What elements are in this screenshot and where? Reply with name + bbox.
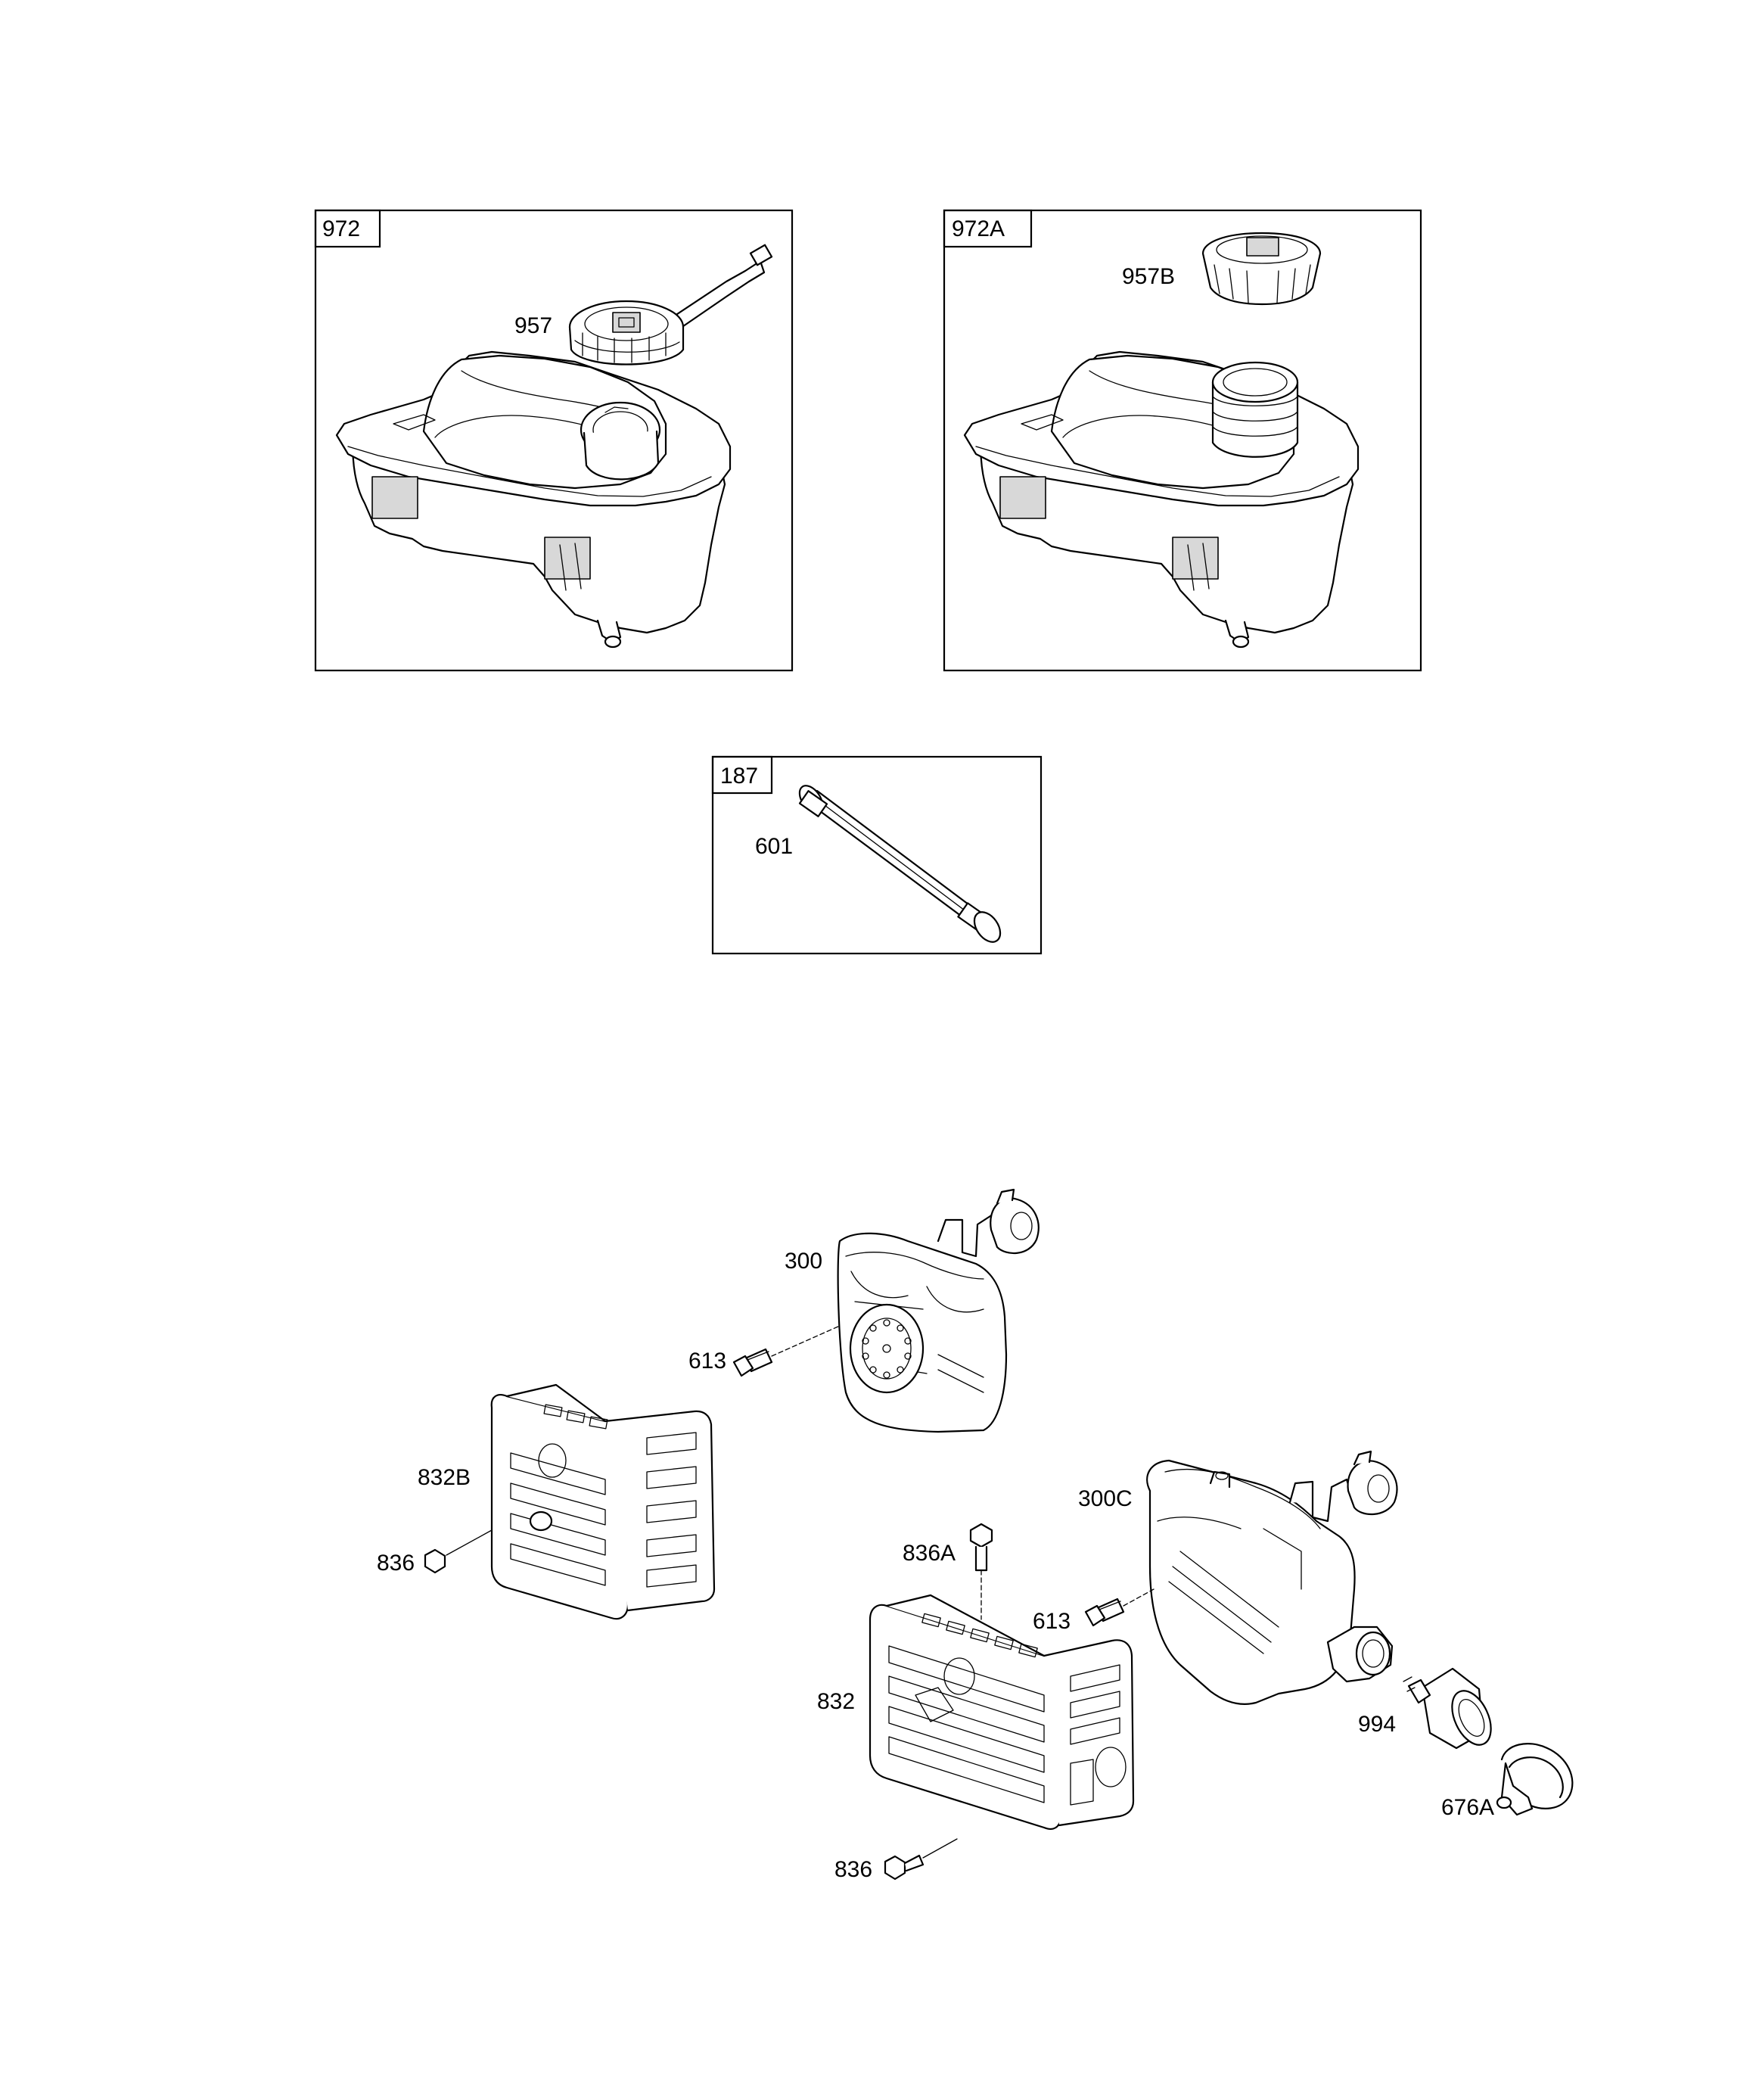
kit-label-187: 187 <box>720 764 758 789</box>
screw-613-upper-icon <box>732 1325 841 1377</box>
bolt-836-bottom-icon <box>884 1838 958 1881</box>
bolt-836a-icon <box>969 1523 993 1620</box>
callout-613-lower: 613 <box>1033 1609 1071 1634</box>
fuel-line-drawing <box>798 785 1002 943</box>
screw-613-lower-icon <box>1084 1588 1155 1627</box>
kit-box-972a: 972A <box>943 209 1422 672</box>
callout-836-bottom: 836 <box>834 1857 872 1882</box>
muffler-300c-drawing <box>1146 1450 1398 1705</box>
kit-box-972: 972 <box>314 209 794 672</box>
clamp-676a-drawing <box>1496 1743 1574 1816</box>
bolt-836-left-icon <box>424 1529 493 1574</box>
muffler-300-drawing <box>837 1188 1040 1433</box>
kit-label-972a: 972A <box>952 216 1005 241</box>
kit-label-972: 972 <box>322 216 360 241</box>
tailpipe-994-drawing <box>1403 1667 1492 1750</box>
fuel-tank-alt-drawing <box>963 350 1360 649</box>
callout-836-left: 836 <box>377 1551 415 1576</box>
clamp-upper-icon <box>798 785 828 817</box>
callout-676a: 676A <box>1441 1795 1494 1820</box>
callout-836a: 836A <box>903 1541 956 1566</box>
callout-300c: 300C <box>1078 1486 1133 1511</box>
fuel-tank-drawing <box>335 350 732 649</box>
muffler-holes <box>862 1319 912 1379</box>
callout-832b: 832B <box>418 1465 471 1490</box>
callout-832: 832 <box>817 1689 855 1714</box>
clamp-lower-icon <box>957 902 1002 943</box>
callout-601: 601 <box>755 834 793 859</box>
fuel-cap-alt <box>1201 232 1322 306</box>
callout-613-upper: 613 <box>688 1349 726 1374</box>
kit-box-187: 187 <box>711 755 1043 955</box>
callout-957: 957 <box>514 313 552 338</box>
callout-300: 300 <box>785 1249 822 1274</box>
fuel-cap-with-tether <box>568 244 773 366</box>
callout-957b: 957B <box>1122 264 1175 289</box>
heat-guard-832b-drawing <box>490 1383 716 1620</box>
callout-994: 994 <box>1358 1712 1396 1737</box>
heat-guard-832-drawing <box>869 1594 1135 1830</box>
